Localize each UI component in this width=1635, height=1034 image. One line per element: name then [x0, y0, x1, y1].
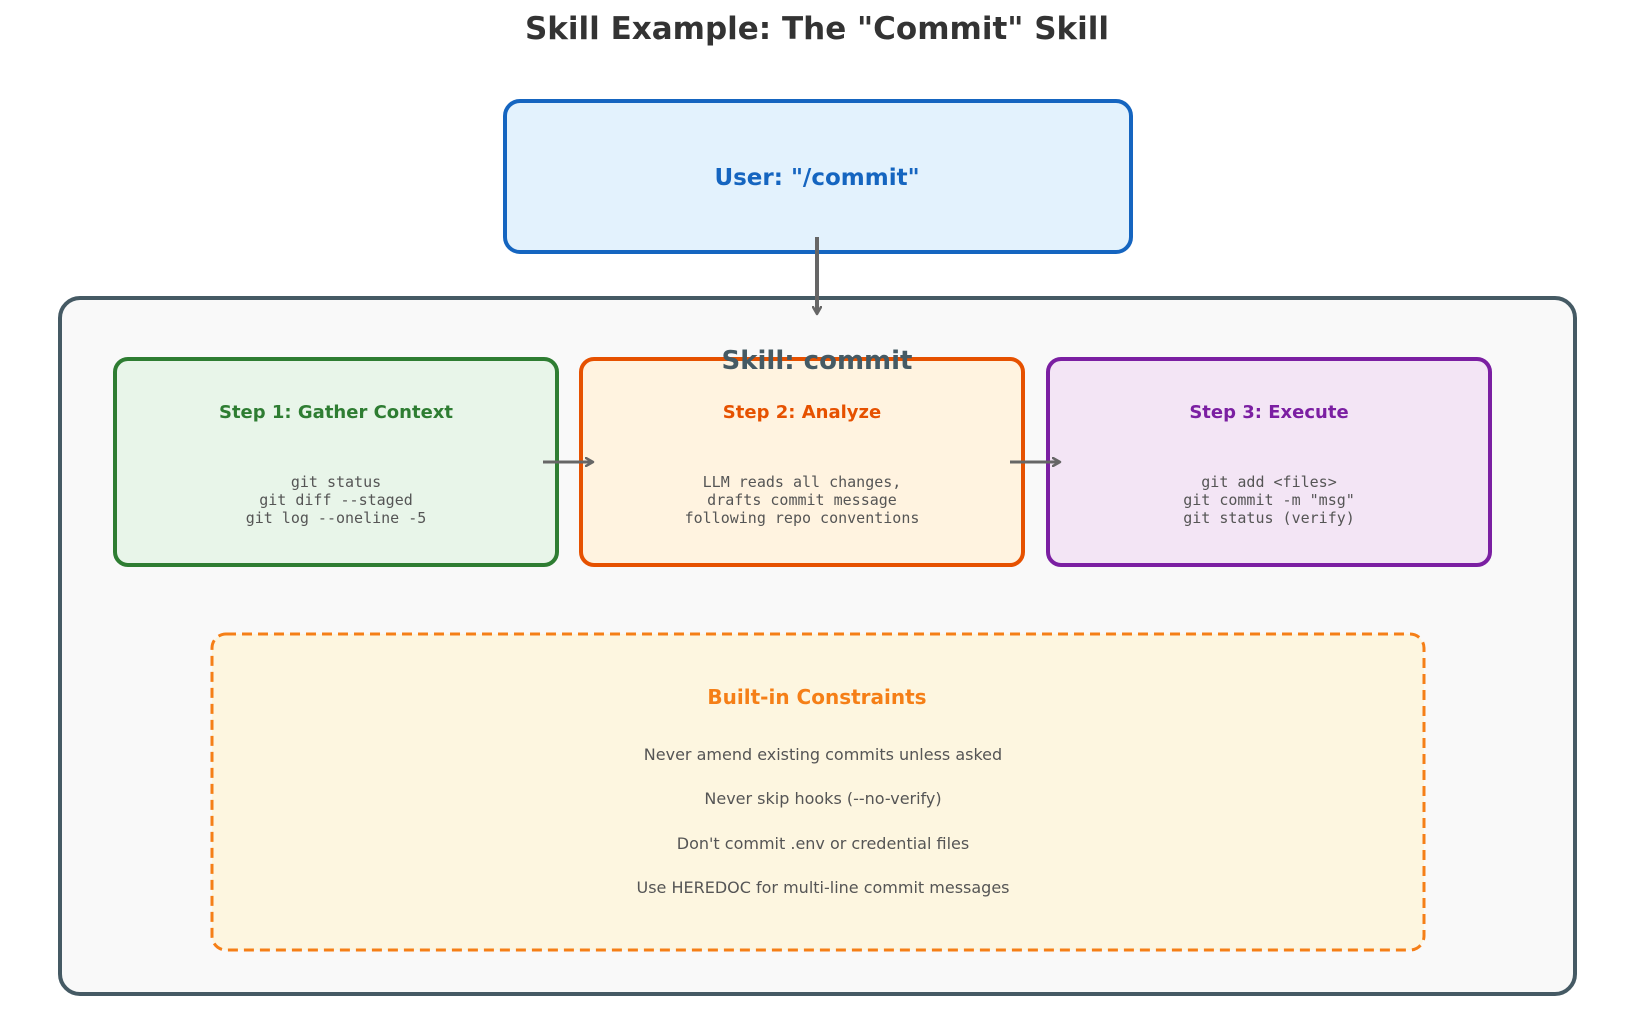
constraint-item: Don't commit .env or credential files [677, 834, 969, 853]
skill-label: Skill: commit [721, 346, 912, 376]
step-3-title: Step 3: Execute [1189, 402, 1348, 423]
constraint-item: Use HEREDOC for multi-line commit messag… [636, 878, 1009, 897]
constraint-item: Never skip hooks (--no-verify) [704, 789, 941, 808]
step-1-line: git log --oneline -5 [246, 509, 427, 527]
step-1-title: Step 1: Gather Context [219, 402, 453, 423]
step-2-line: drafts commit message [707, 491, 897, 509]
step-1-box [113, 357, 559, 567]
step-2-title: Step 2: Analyze [723, 402, 881, 423]
step-3-line: git commit -m "msg" [1183, 491, 1355, 509]
diagram-title: Skill Example: The "Commit" Skill [525, 11, 1109, 47]
user-box-label: User: "/commit" [714, 165, 919, 191]
step-2-box [579, 357, 1025, 567]
step-1-line: git diff --staged [259, 491, 413, 509]
step-1-line: git status [291, 473, 381, 491]
step-2-line: following repo conventions [685, 509, 920, 527]
step-2-line: LLM reads all changes, [703, 473, 902, 491]
step-3-line: git add <files> [1201, 473, 1336, 491]
step-3-line: git status (verify) [1183, 509, 1355, 527]
constraint-item: Never amend existing commits unless aske… [644, 745, 1002, 764]
step-3-box [1046, 357, 1492, 567]
constraints-box [210, 632, 1426, 952]
constraints-title: Built-in Constraints [707, 685, 926, 709]
